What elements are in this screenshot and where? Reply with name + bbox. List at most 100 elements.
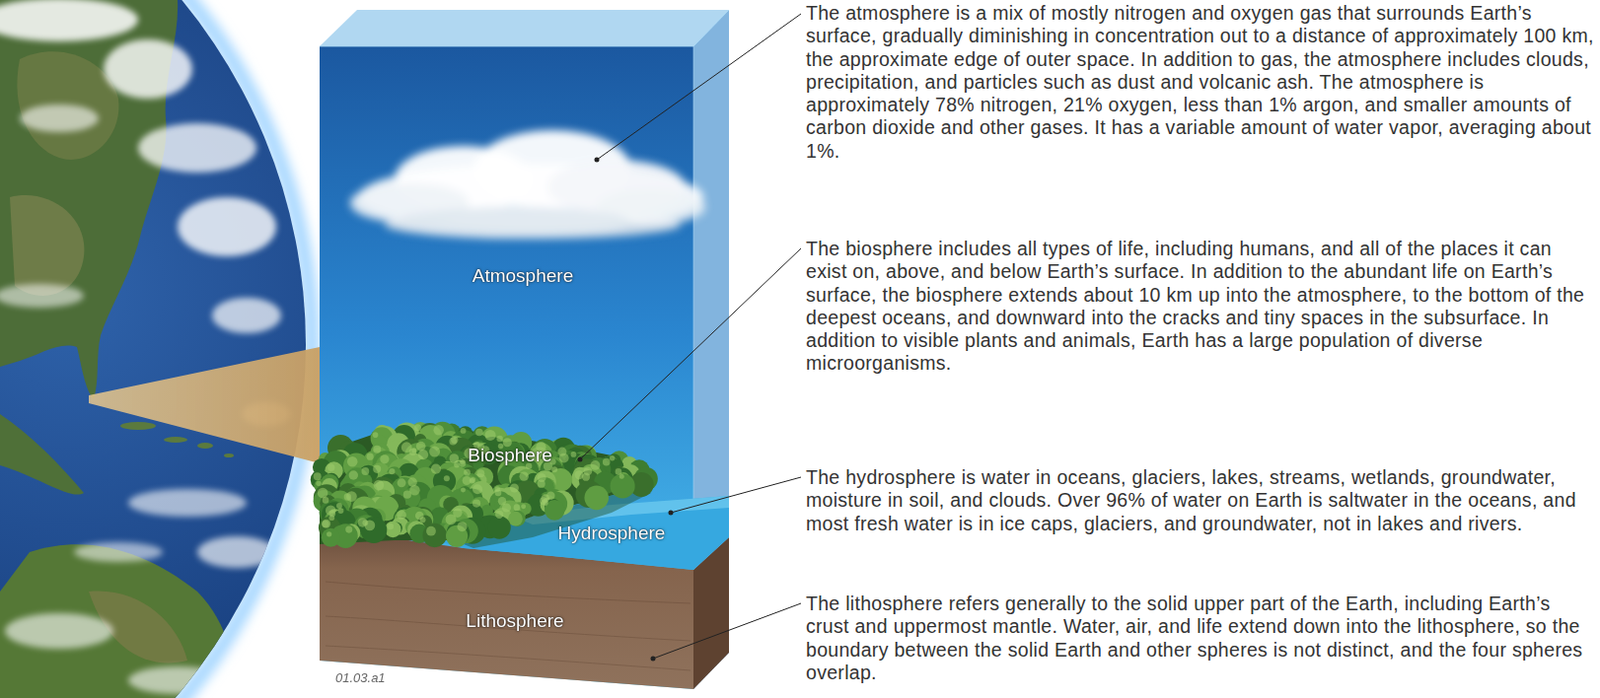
tree-highlight (388, 468, 395, 475)
sphere-label: Lithosphere (465, 610, 564, 633)
leader-lines (580, 13, 801, 659)
tree-highlight (551, 466, 558, 473)
tree-highlight (429, 446, 440, 458)
tree-highlight (433, 425, 443, 436)
figure-code: 01.03.a1 (335, 670, 386, 686)
tree-crown (422, 523, 446, 548)
tree-highlight (426, 526, 437, 537)
tree-highlight (386, 523, 394, 531)
island (197, 442, 214, 449)
tree-highlight (347, 456, 359, 468)
leader-dot (668, 510, 674, 516)
globe-ocean (0, 0, 306, 698)
leader-dot (594, 157, 600, 163)
tree-highlight (602, 458, 611, 467)
description-paragraph: The atmosphere is a mix of mostly nitrog… (805, 1, 1596, 163)
tree-highlight (476, 469, 485, 478)
tree-highlight (502, 503, 511, 512)
tree-highlight (313, 472, 322, 481)
tree-highlight (364, 519, 376, 531)
island (120, 422, 156, 431)
block-top (319, 9, 729, 47)
tree-highlight (315, 481, 321, 487)
tree-highlight (456, 521, 467, 532)
block-front-sky (319, 46, 694, 690)
sphere-label: Atmosphere (472, 265, 574, 288)
leader-dot (578, 457, 583, 463)
zoom-beam (88, 347, 320, 464)
tree-highlight (495, 510, 504, 519)
tree-highlight (460, 487, 466, 493)
tree-crown (488, 515, 511, 539)
leader-line (596, 13, 801, 160)
tree-highlight (431, 464, 441, 475)
tree-highlight (537, 480, 546, 489)
globe-surface (0, 0, 291, 698)
tree-highlight (338, 508, 345, 514)
tree-highlight (570, 451, 577, 458)
tree-highlight (460, 428, 467, 435)
tree-highlight (462, 476, 472, 486)
tree-crown (321, 528, 341, 548)
tree-highlight (326, 531, 332, 537)
tree-highlight (520, 504, 526, 510)
land-patch (16, 51, 119, 160)
globe-glow (0, 0, 312, 698)
tree-highlight (336, 503, 343, 510)
leader-line (580, 248, 801, 460)
tree-highlight (581, 473, 590, 482)
tree-highlight (590, 460, 601, 471)
sphere-label: Hydrosphere (558, 522, 666, 545)
tree-highlight (372, 432, 379, 438)
tree-highlight (513, 504, 521, 511)
tree-highlight (327, 464, 335, 472)
tree-crown (508, 511, 523, 527)
island (163, 436, 188, 443)
tree-highlight (366, 453, 374, 461)
description-paragraph: The lithosphere refers generally to the … (805, 592, 1596, 685)
tree-highlight (539, 497, 548, 506)
tree-highlight (472, 500, 481, 509)
tree-highlight (509, 483, 519, 493)
tree-highlight (403, 491, 412, 500)
tree-highlight (615, 468, 623, 476)
leader-dots (578, 157, 674, 662)
land-patch (9, 195, 84, 296)
tree-highlight (345, 526, 353, 534)
tree-highlight (317, 488, 329, 500)
leader-line (653, 603, 801, 659)
tree-highlight (373, 480, 385, 492)
earth-globe (0, 0, 312, 698)
tree-highlight (379, 454, 389, 464)
tree-highlight (414, 424, 422, 432)
tree-highlight (559, 453, 570, 464)
south-america (0, 544, 233, 698)
tree-highlight (472, 484, 483, 495)
tree-highlight (495, 490, 503, 498)
description-paragraph: The biosphere includes all types of life… (805, 237, 1596, 376)
tree-highlight (448, 437, 457, 446)
tree-highlight (416, 441, 427, 452)
tree-crown (384, 521, 402, 539)
tree-highlight (372, 465, 381, 474)
cloud (350, 130, 706, 239)
tree-highlight (445, 513, 457, 525)
tree-highlight (321, 519, 331, 529)
island (223, 453, 234, 458)
tree-highlight (396, 510, 407, 521)
tree-highlight (420, 516, 427, 523)
tree-crown (583, 486, 609, 511)
tree-highlight (485, 430, 497, 441)
tree-highlight (349, 470, 359, 480)
tree-highlight (448, 453, 459, 464)
tree-crown (610, 473, 636, 499)
tree-highlight (463, 469, 471, 477)
globe-clouds (0, 0, 291, 695)
tree-highlight (361, 467, 369, 476)
leader-dot (651, 656, 656, 662)
description-paragraph: The hydrosphere is water in oceans, glac… (805, 466, 1596, 536)
earth-systems-block (310, 9, 729, 690)
tree-highlight (458, 460, 466, 468)
central-america (0, 414, 84, 496)
